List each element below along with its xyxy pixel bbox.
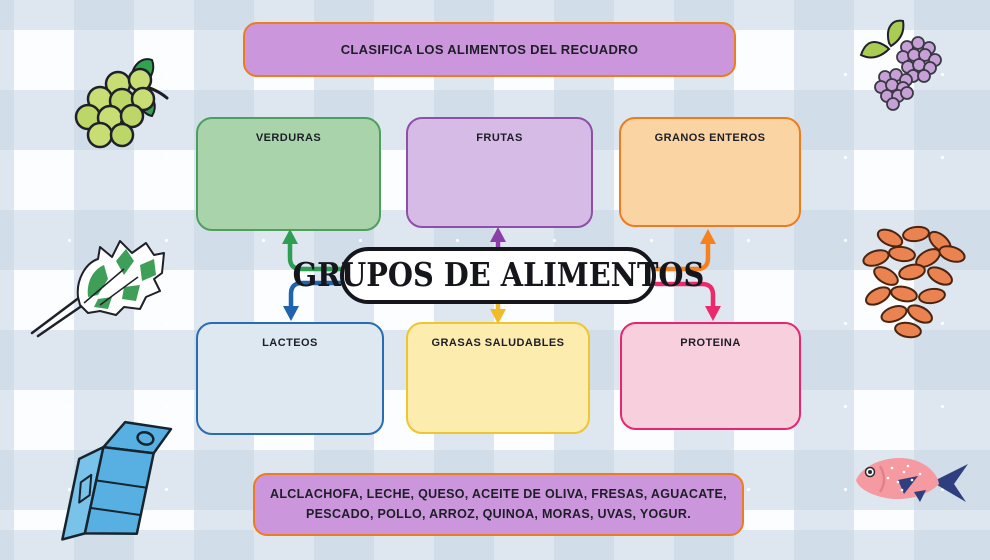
group-box-proteina[interactable]: PROTEINA (620, 322, 801, 430)
center-topic-oval: GRUPOS DE ALIMENTOS (292, 247, 704, 304)
group-label: PROTEINA (680, 337, 741, 349)
group-label: GRANOS ENTEROS (654, 132, 766, 144)
center-title: GRUPOS DE ALIMENTOS (292, 256, 704, 295)
group-label: GRASAS SALUDABLES (431, 337, 565, 349)
group-label: LACTEOS (262, 337, 318, 349)
instruction-banner: CLASIFICA LOS ALIMENTOS DEL RECUADRO (243, 22, 736, 77)
arrowhead-granos (700, 229, 716, 244)
group-label: FRUTAS (476, 132, 523, 144)
arrowhead-verduras (282, 229, 298, 244)
leafy-vegetable-illustration (30, 240, 165, 338)
instruction-text: CLASIFICA LOS ALIMENTOS DEL RECUADRO (340, 42, 639, 57)
arrowhead-frutas (490, 227, 506, 242)
arrowhead-proteina (705, 306, 721, 321)
group-box-verduras[interactable]: VERDURAS (196, 117, 381, 231)
group-box-lacteos[interactable]: LACTEOS (196, 322, 384, 435)
group-box-grasas-saludables[interactable]: GRASAS SALUDABLES (406, 322, 590, 434)
group-box-granos-enteros[interactable]: GRANOS ENTEROS (619, 117, 801, 227)
group-box-frutas[interactable]: FRUTAS (406, 117, 593, 228)
blackberries-illustration (859, 19, 942, 111)
arrowhead-lacteos (283, 306, 299, 321)
foods-list-banner: ALCLACHOFA, LECHE, QUESO, ACEITE DE OLIV… (253, 473, 744, 536)
foods-list-line1: ALCLACHOFA, LECHE, QUESO, ACEITE DE OLIV… (270, 487, 727, 502)
fish-illustration (856, 458, 968, 502)
grapes-illustration (74, 58, 169, 149)
almonds-illustration (862, 225, 966, 339)
group-label: VERDURAS (255, 132, 322, 144)
milk-carton-illustration (61, 420, 173, 541)
foods-list-line2: PESCADO, POLLO, ARROZ, QUINOA, MORAS, UV… (306, 506, 691, 521)
